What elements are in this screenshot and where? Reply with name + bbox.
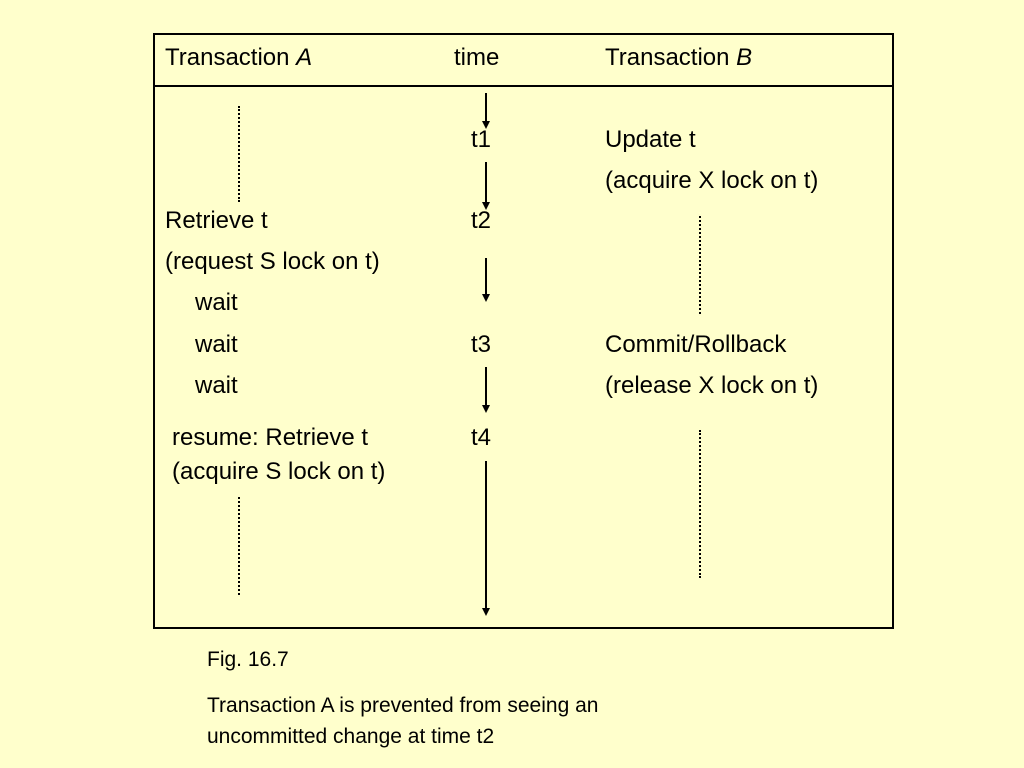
a-wait-1: wait [195,289,238,316]
caption-line-1: Transaction A is prevented from seeing a… [207,694,599,717]
header-time: time [454,44,500,71]
header-divider [155,85,892,87]
b-update: Update t [605,126,696,153]
b-idle-dotted-line-bottom [699,430,701,578]
a-resume: resume: Retrieve t [172,424,369,451]
a-wait-2: wait [195,331,238,358]
time-label-t2: t2 [471,207,492,234]
a-idle-dotted-line-bottom [238,497,240,595]
caption-line-2: uncommitted change at time t2 [207,725,495,748]
b-commit: Commit/Rollback [605,331,787,358]
b-acquire-lock: (acquire X lock on t) [605,167,819,194]
b-idle-dotted-line-middle [699,216,701,314]
figure-number: Fig. 16.7 [207,648,289,671]
schedule-table-frame [153,33,894,629]
header-transaction-a-prefix: Transaction [165,44,297,71]
header-transaction-b-letter: B [736,44,753,71]
a-acquire-lock: (acquire S lock on t) [172,458,386,485]
header-transaction-b-prefix: Transaction [605,44,737,71]
time-label-t3: t3 [471,331,492,358]
a-request-lock: (request S lock on t) [165,248,380,275]
a-retrieve: Retrieve t [165,207,268,234]
header-transaction-b: Transaction B [605,44,752,72]
a-wait-3: wait [195,372,238,399]
header-transaction-a-letter: A [296,44,313,71]
time-label-t4: t4 [471,424,492,451]
time-label-t1: t1 [471,126,492,153]
a-idle-dotted-line-top [238,106,240,202]
b-release-lock: (release X lock on t) [605,372,819,399]
header-transaction-a: Transaction A [165,44,312,72]
